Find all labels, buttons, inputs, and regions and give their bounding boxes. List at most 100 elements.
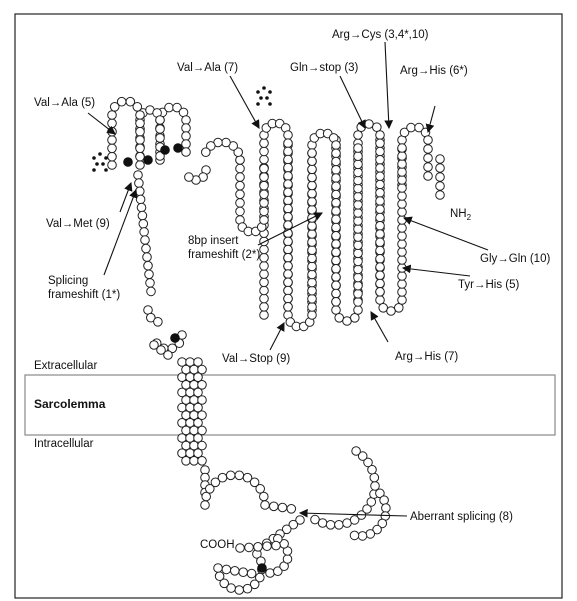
residue-bead: [236, 199, 245, 208]
residue-bead: [254, 543, 263, 552]
residue-bead: [182, 116, 191, 125]
arrow-arg-his-6: [428, 106, 435, 132]
residue-bead: [332, 174, 341, 183]
residue-bead: [182, 148, 191, 157]
residue-bead: [156, 125, 165, 134]
residue-bead: [354, 265, 363, 274]
residue-bead: [308, 270, 317, 279]
residue-bead: [182, 457, 191, 466]
residue-bead: [424, 145, 433, 154]
residue-bead: [308, 238, 317, 247]
residue-bead: [332, 199, 341, 208]
residue-bead: [354, 249, 363, 258]
residue-bead: [308, 181, 317, 190]
residue-bead: [382, 504, 391, 513]
residue-bead: [190, 457, 199, 466]
marker-bead: [174, 144, 183, 153]
residue-bead: [354, 290, 363, 299]
label-arg-cys: Arg→Cys (3,4*,10): [332, 29, 429, 41]
residue-bead: [261, 501, 270, 510]
residue-bead: [398, 272, 407, 281]
residue-bead: [436, 164, 445, 173]
residue-bead: [226, 471, 235, 480]
glycan-dot: [259, 96, 263, 100]
residue-bead: [398, 248, 407, 257]
residue-bead: [376, 189, 385, 198]
residue-bead: [376, 197, 385, 206]
residue-bead: [398, 168, 407, 177]
residue-bead: [354, 225, 363, 234]
residue-bead: [117, 97, 126, 106]
residue-bead: [136, 195, 145, 204]
residue-bead: [136, 187, 145, 196]
residue-bead: [354, 160, 363, 169]
residue-bead: [260, 190, 269, 199]
residue-bead: [308, 189, 317, 198]
glycan-dot: [256, 90, 260, 94]
residue-bead: [398, 200, 407, 209]
residue-bead: [284, 245, 293, 254]
label-tyr-his: Tyr→His (5): [458, 279, 520, 291]
residue-bead: [260, 216, 269, 225]
residue-bead: [284, 237, 293, 246]
label-arg-his-7: Arg→His (7): [395, 351, 458, 363]
residue-bead: [260, 311, 269, 320]
residue-bead: [235, 471, 244, 480]
residue-bead: [136, 127, 145, 136]
residue-bead: [398, 144, 407, 153]
residue-bead: [332, 207, 341, 216]
residue-bead: [332, 182, 341, 191]
residue-bead: [424, 136, 433, 145]
marker-bead: [161, 146, 170, 155]
residue-bead: [284, 204, 293, 213]
residue-bead: [143, 253, 152, 262]
label-val-ala-7: Val→Ala (7): [177, 62, 238, 74]
residue-bead: [398, 208, 407, 217]
residue-bead: [376, 222, 385, 231]
residue-bead: [398, 176, 407, 185]
residue-bead: [284, 270, 293, 279]
residue-bead: [236, 544, 245, 553]
label-val-stop: Val→Stop (9): [222, 353, 290, 365]
residue-bead: [308, 173, 317, 182]
residue-bead: [146, 279, 155, 288]
residue-bead: [236, 173, 245, 182]
residue-bead: [398, 224, 407, 233]
residue-bead: [354, 192, 363, 201]
residue-bead: [332, 265, 341, 274]
arrow-splicing: [104, 190, 136, 275]
residue-bead: [332, 157, 341, 166]
residue-bead: [308, 206, 317, 215]
residue-bead: [260, 492, 269, 501]
residue-bead: [376, 164, 385, 173]
residue-bead: [354, 144, 363, 153]
glycan-dot: [95, 162, 99, 166]
residue-bead: [398, 280, 407, 289]
glycan-dot: [104, 168, 108, 172]
residue-bead: [284, 180, 293, 189]
residue-bead: [354, 298, 363, 307]
residue-bead: [218, 473, 227, 482]
residue-bead: [370, 473, 379, 482]
residue-bead: [108, 136, 117, 145]
residue-bead: [145, 270, 154, 279]
residue-bead: [424, 172, 433, 181]
residue-bead: [335, 521, 344, 530]
residue-bead: [284, 188, 293, 197]
marker-bead: [124, 158, 133, 167]
residue-bead: [135, 179, 144, 188]
residue-bead: [156, 116, 165, 125]
residue-bead: [326, 521, 335, 530]
residue-bead: [398, 256, 407, 265]
residue-bead: [284, 196, 293, 205]
residue-bead: [182, 132, 191, 141]
residue-bead: [222, 138, 231, 147]
arrow-gly-gln: [404, 218, 488, 250]
residue-bead: [156, 134, 165, 143]
residue-bead: [198, 457, 207, 466]
residue-bead: [398, 296, 407, 305]
residue-bead: [260, 155, 269, 164]
residue-bead: [354, 201, 363, 210]
residue-bead: [332, 215, 341, 224]
